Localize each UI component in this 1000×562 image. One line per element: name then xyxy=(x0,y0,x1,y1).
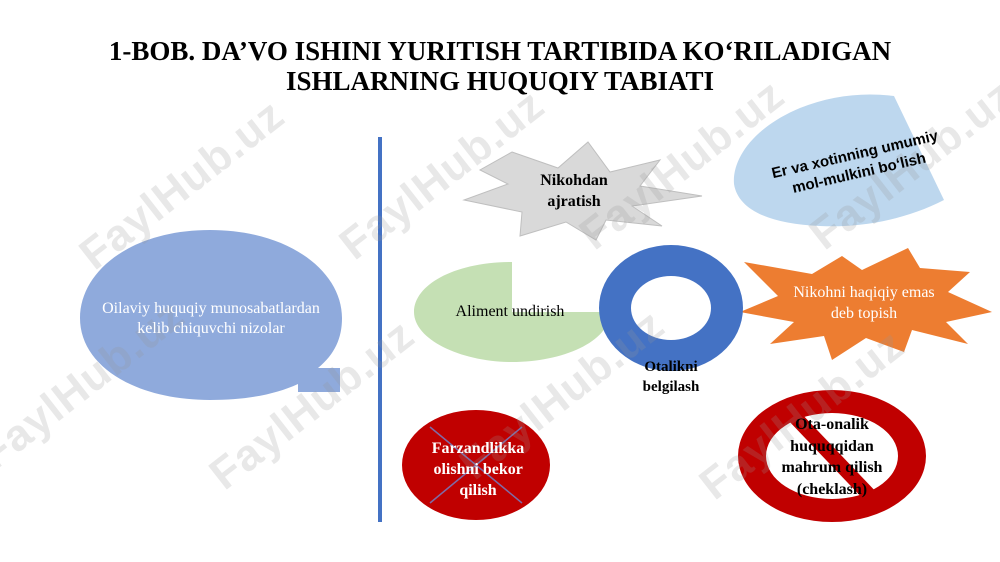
pie-shape-aliment xyxy=(414,262,610,362)
item-farzand-label: Farzandlikka olishni bekor qilish xyxy=(431,439,525,499)
explosion-shape-haqiqiy xyxy=(740,248,992,360)
item-otaona-label: Ota-onalik huquqqidan mahrum qilish (che… xyxy=(781,416,883,498)
title-line-2: ISHLARNING HUQUQIY TABIATI xyxy=(285,66,715,96)
item-nikohdan-label: Nikohdan ajratish xyxy=(540,172,608,210)
vertical-divider xyxy=(378,137,382,522)
item-aliment-label: Aliment undirish xyxy=(455,303,565,320)
donut-shape-otalik xyxy=(599,245,743,371)
main-callout-label: Oilaviy huquqiy munosabatlardan kelib ch… xyxy=(102,300,320,337)
explosion-shape-nikohdan xyxy=(462,141,703,241)
item-haqiqiy-label: Nikohni haqiqiy emas deb topish xyxy=(793,284,935,322)
no-symbol-bar xyxy=(786,410,880,504)
chord-shape-mulk xyxy=(733,94,944,227)
main-callout-shape xyxy=(80,230,342,400)
no-symbol-otaona xyxy=(738,390,926,522)
slide-title: 1-BOB. DA’VO ISHINI YURITISH TARTIBIDA K… xyxy=(0,36,1000,96)
cross-line-2 xyxy=(429,426,523,504)
title-line-1: 1-BOB. DA’VO ISHINI YURITISH TARTIBIDA K… xyxy=(108,36,892,66)
item-otalik-label: Otalikni belgilash xyxy=(642,359,700,395)
